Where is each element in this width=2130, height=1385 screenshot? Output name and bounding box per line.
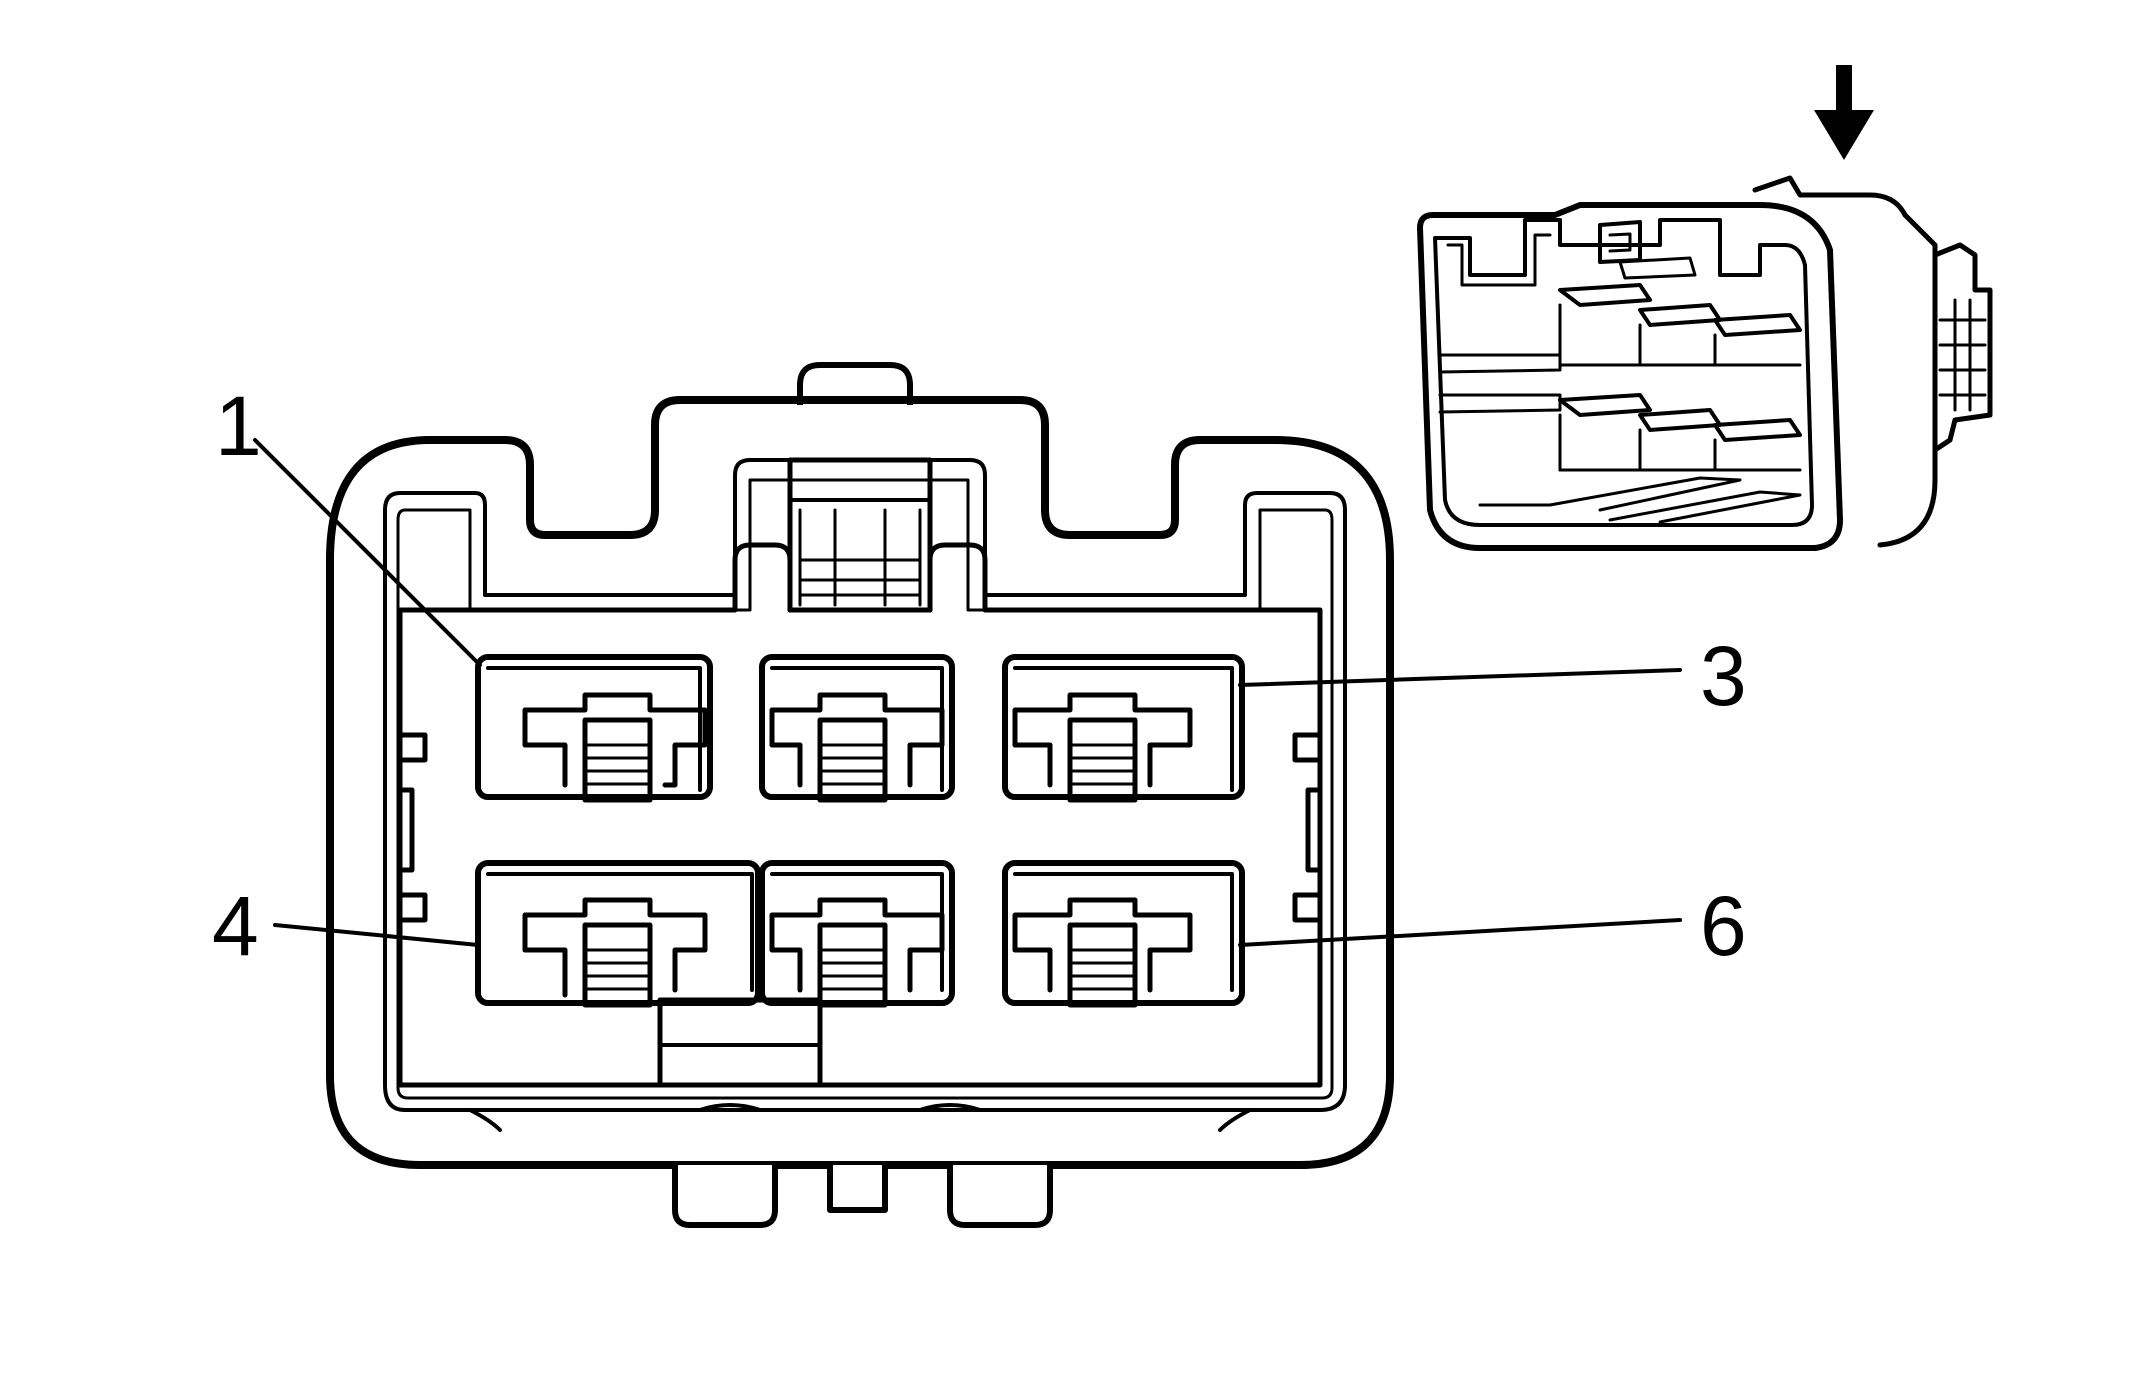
side-notches bbox=[397, 732, 1323, 923]
center-latch-window bbox=[787, 457, 933, 613]
terminal-6 bbox=[1002, 860, 1245, 1008]
terminal-2 bbox=[759, 654, 955, 803]
terminal-1 bbox=[475, 654, 713, 803]
housing-inner-rim-2 bbox=[396, 478, 1334, 1100]
leader-line-6 bbox=[1238, 918, 1682, 947]
pin-callouts: 1 3 4 6 bbox=[212, 379, 1747, 973]
terminal-5 bbox=[759, 860, 955, 1008]
pin-label-1: 1 bbox=[215, 379, 262, 473]
connector-isometric-view bbox=[1417, 175, 1993, 551]
pin-label-4: 4 bbox=[212, 879, 259, 973]
down-arrow-icon bbox=[1814, 65, 1874, 160]
bottom-tabs bbox=[468, 1103, 1252, 1228]
terminal-3 bbox=[1002, 654, 1245, 803]
housing-inner-rim bbox=[383, 458, 1347, 1112]
lower-latch bbox=[657, 997, 823, 1088]
connector-face bbox=[326, 362, 1394, 1228]
leader-line-1 bbox=[253, 438, 482, 667]
leader-line-4 bbox=[273, 923, 480, 947]
latch-tab-top bbox=[797, 362, 913, 405]
leader-line-3 bbox=[1238, 668, 1682, 687]
housing-outer bbox=[326, 396, 1394, 1169]
pin-label-3: 3 bbox=[1700, 629, 1747, 723]
pin-label-6: 6 bbox=[1700, 879, 1747, 973]
terminal-4 bbox=[475, 860, 761, 1008]
